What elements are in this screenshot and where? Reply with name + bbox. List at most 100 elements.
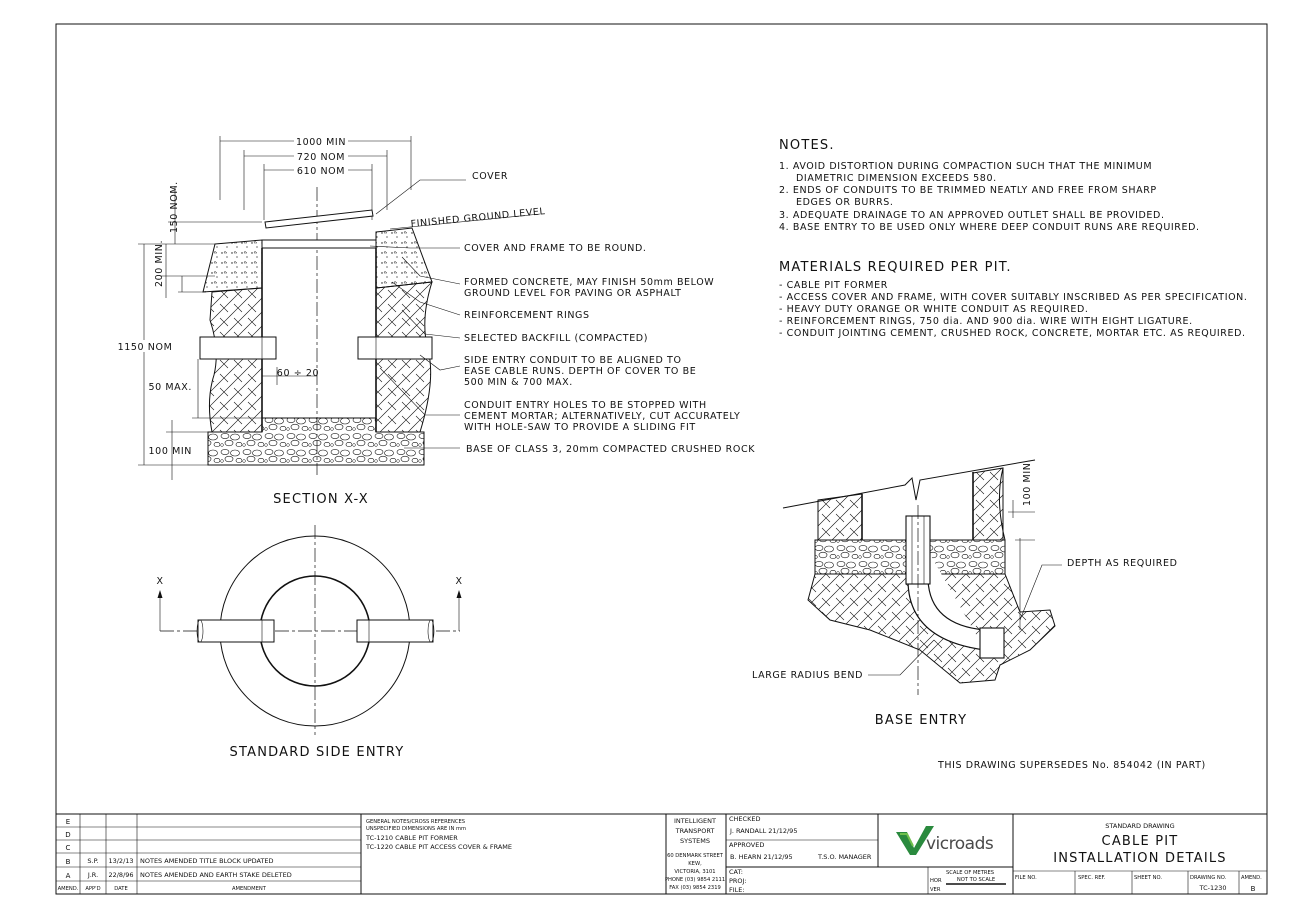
amend-date: 13/2/13 [108, 857, 133, 865]
base-dim-100: 100 MIN. [1022, 459, 1033, 506]
logo-text: vicroads [926, 834, 994, 854]
sheet-no-label: SHEET NO. [1134, 875, 1162, 881]
label-side-1: SIDE ENTRY CONDUIT TO BE ALIGNED TO [464, 355, 682, 366]
material-line: - CONDUIT JOINTING CEMENT, CRUSHED ROCK,… [779, 328, 1246, 339]
note-line: EDGES OR BURRS. [796, 197, 894, 208]
material-line: - REINFORCEMENT RINGS, 750 dia. AND 900 … [779, 316, 1193, 327]
amend-letter: D [65, 831, 70, 839]
approved-label: APPROVED [729, 841, 764, 849]
label-cover: COVER [472, 171, 508, 182]
title-block: E D C B A S.P. J.R. 13/2/13 22/8/96 NOTE… [56, 813, 1267, 894]
drawing-title-1: CABLE PIT [1102, 834, 1179, 849]
label-holes-1: CONDUIT ENTRY HOLES TO BE STOPPED WITH [464, 400, 707, 411]
amend-text: NOTES AMENDED TITLE BLOCK UPDATED [140, 857, 274, 865]
standard-drawing-label: STANDARD DRAWING [1105, 822, 1174, 830]
section-marker-left: X [156, 576, 163, 587]
label-backfill: SELECTED BACKFILL (COMPACTED) [464, 333, 648, 344]
amend-by: S.P. [87, 857, 98, 865]
drawing-no-label: DRAWING NO. [1190, 875, 1227, 881]
notes-block: NOTES. 1. AVOID DISTORTION DURING COMPAC… [779, 138, 1248, 339]
section-title: SECTION X-X [273, 492, 369, 507]
org-line-2: TRANSPORT [675, 827, 715, 835]
section-marker-right: X [455, 576, 462, 587]
note-line: 1. AVOID DISTORTION DURING COMPACTION SU… [779, 161, 1152, 172]
header-amend: AMEND. [58, 886, 79, 892]
notes-heading: NOTES. [779, 138, 835, 153]
scale-ver: VER [930, 887, 941, 893]
amend-letter: E [66, 818, 70, 826]
material-line: - CABLE PIT FORMER [779, 280, 888, 291]
phone: PHONE (03) 9854 2111 [665, 877, 725, 883]
amend-no-label: AMEND. [1241, 875, 1262, 881]
dim-1150: 1150 NOM [118, 342, 173, 353]
checked-by: J. RANDALL 21/12/95 [729, 827, 797, 835]
label-holes-2: CEMENT MORTAR; ALTERNATIVELY, CUT ACCURA… [464, 411, 740, 422]
base-entry: 100 MIN. DEPTH AS REQUIRED LARGE RADIUS … [752, 459, 1178, 728]
scale-hor: HOR [930, 878, 942, 884]
dim-50: 50 MAX. [148, 382, 192, 393]
materials-heading: MATERIALS REQUIRED PER PIT. [779, 260, 1012, 275]
cross-reference: TC-1220 CABLE PIT ACCESS COVER & FRAME [365, 843, 512, 851]
cross-reference: TC-1210 CABLE PIT FORMER [365, 834, 458, 842]
drawing-title-2: INSTALLATION DETAILS [1053, 851, 1227, 866]
material-line: - ACCESS COVER AND FRAME, WITH COVER SUI… [779, 292, 1248, 303]
material-line: - HEAVY DUTY ORANGE OR WHITE CONDUIT AS … [779, 304, 1088, 315]
label-concrete-1: FORMED CONCRETE, MAY FINISH 50mm BELOW [464, 277, 714, 288]
section-x-x: 1000 MIN 720 NOM 610 NOM 60 ÷ 20 [118, 135, 755, 507]
address-line-3: VICTORIA, 3101 [674, 869, 715, 875]
org-line-3: SYSTEMS [680, 837, 710, 845]
side-entry-title: STANDARD SIDE ENTRY [230, 745, 405, 760]
amend-letter: C [66, 844, 71, 852]
fax: FAX (03) 9854 2319 [669, 885, 721, 891]
scale-label: SCALE OF METRES [946, 870, 994, 876]
label-holes-3: WITH HOLE-SAW TO PROVIDE A SLIDING FIT [464, 422, 696, 433]
dim-60: 60 ÷ 20 [277, 368, 319, 379]
header-date: DATE [114, 886, 128, 892]
header-amendment: AMENDMENT [232, 886, 267, 892]
note-line: 4. BASE ENTRY TO BE USED ONLY WHERE DEEP… [779, 222, 1200, 233]
file-label: FILE: [729, 886, 745, 894]
label-side-3: 500 MIN & 700 MAX. [464, 377, 573, 388]
note-line: DIAMETRIC DIMENSION EXCEEDS 580. [796, 173, 997, 184]
dim-610: 610 NOM [297, 166, 345, 177]
amend-by: J.R. [87, 871, 98, 879]
general-notes-title: GENERAL NOTES/CROSS REFERENCES [366, 819, 465, 825]
cat-label: CAT: [729, 868, 743, 876]
checked-label: CHECKED [729, 815, 760, 823]
amend-letter: B [66, 858, 71, 866]
dim-100: 100 MIN [149, 446, 192, 457]
dim-1000: 1000 MIN [296, 137, 346, 148]
approved-by: B. HEARN 21/12/95 [730, 853, 793, 861]
address-line-2: KEW, [688, 861, 702, 867]
label-depth: DEPTH AS REQUIRED [1067, 558, 1178, 569]
approved-role: T.S.O. MANAGER [817, 853, 872, 861]
dim-150: 150 NOM. [169, 181, 180, 233]
address-line-1: 60 DENMARK STREET [667, 853, 724, 859]
label-cover-frame: COVER AND FRAME TO BE ROUND. [464, 243, 647, 254]
amend-date: 22/8/96 [108, 871, 133, 879]
sheet-border [55, 23, 1268, 895]
amend-text: NOTES AMENDED AND EARTH STAKE DELETED [140, 871, 292, 879]
label-bend: LARGE RADIUS BEND [752, 670, 863, 681]
proj-label: PROJ: [729, 877, 747, 885]
file-no-label: FILE NO. [1015, 875, 1037, 881]
label-base: BASE OF CLASS 3, 20mm COMPACTED CRUSHED … [466, 444, 755, 455]
vicroads-logo: vicroads [896, 826, 994, 855]
base-entry-title: BASE ENTRY [875, 713, 967, 728]
note-line: 2. ENDS OF CONDUITS TO BE TRIMMED NEATLY… [779, 185, 1157, 196]
dim-720: 720 NOM [297, 152, 345, 163]
header-appd: APP'D [85, 886, 100, 892]
label-side-2: EASE CABLE RUNS. DEPTH OF COVER TO BE [464, 366, 696, 377]
standard-side-entry: X X STANDARD SIDE ENTRY [156, 525, 462, 760]
amend-letter: A [66, 872, 71, 880]
spec-ref-label: SPEC. REF. [1078, 875, 1106, 881]
supersedes-note: THIS DRAWING SUPERSEDES No. 854042 (IN P… [937, 760, 1206, 771]
drawing-no: TC-1230 [1198, 884, 1226, 892]
label-concrete-2: GROUND LEVEL FOR PAVING OR ASPHALT [464, 288, 682, 299]
scale-value: NOT TO SCALE [957, 877, 995, 883]
note-line: 3. ADEQUATE DRAINAGE TO AN APPROVED OUTL… [779, 210, 1165, 221]
general-notes-units: UNSPECIFIED DIMENSIONS ARE IN mm [366, 826, 466, 832]
org-line-1: INTELLIGENT [674, 817, 716, 825]
label-rings: REINFORCEMENT RINGS [464, 310, 590, 321]
